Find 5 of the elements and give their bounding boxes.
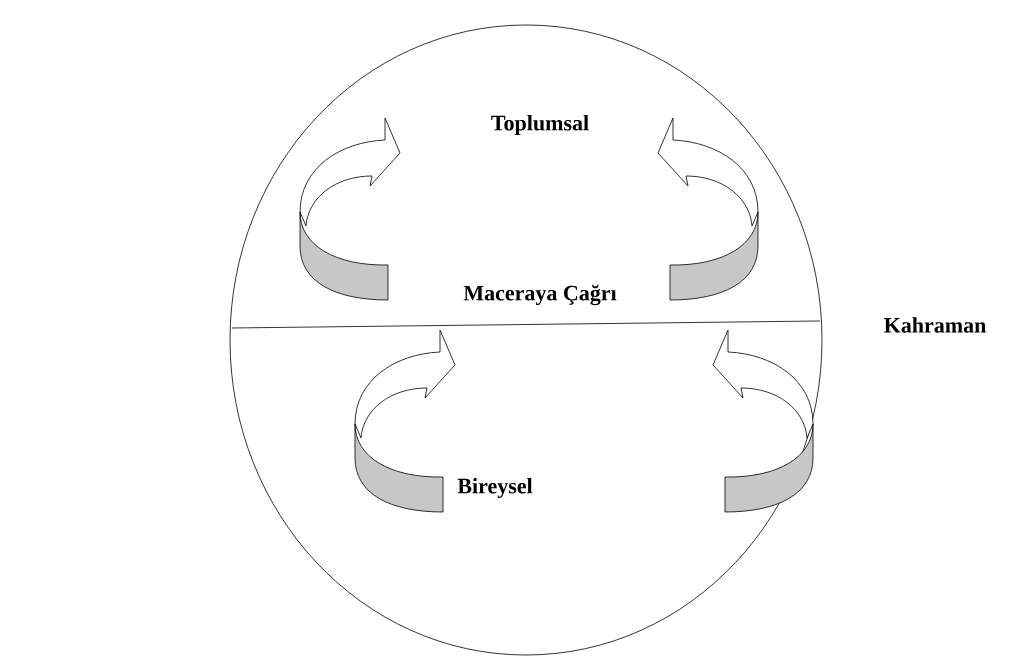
section-label: Maceraya Çağrı — [463, 284, 617, 306]
section-label: Toplumsal — [491, 115, 589, 135]
side-label: Kahraman — [884, 317, 986, 333]
ellipse — [229, 24, 823, 656]
section-label: Bireysel — [457, 478, 533, 498]
